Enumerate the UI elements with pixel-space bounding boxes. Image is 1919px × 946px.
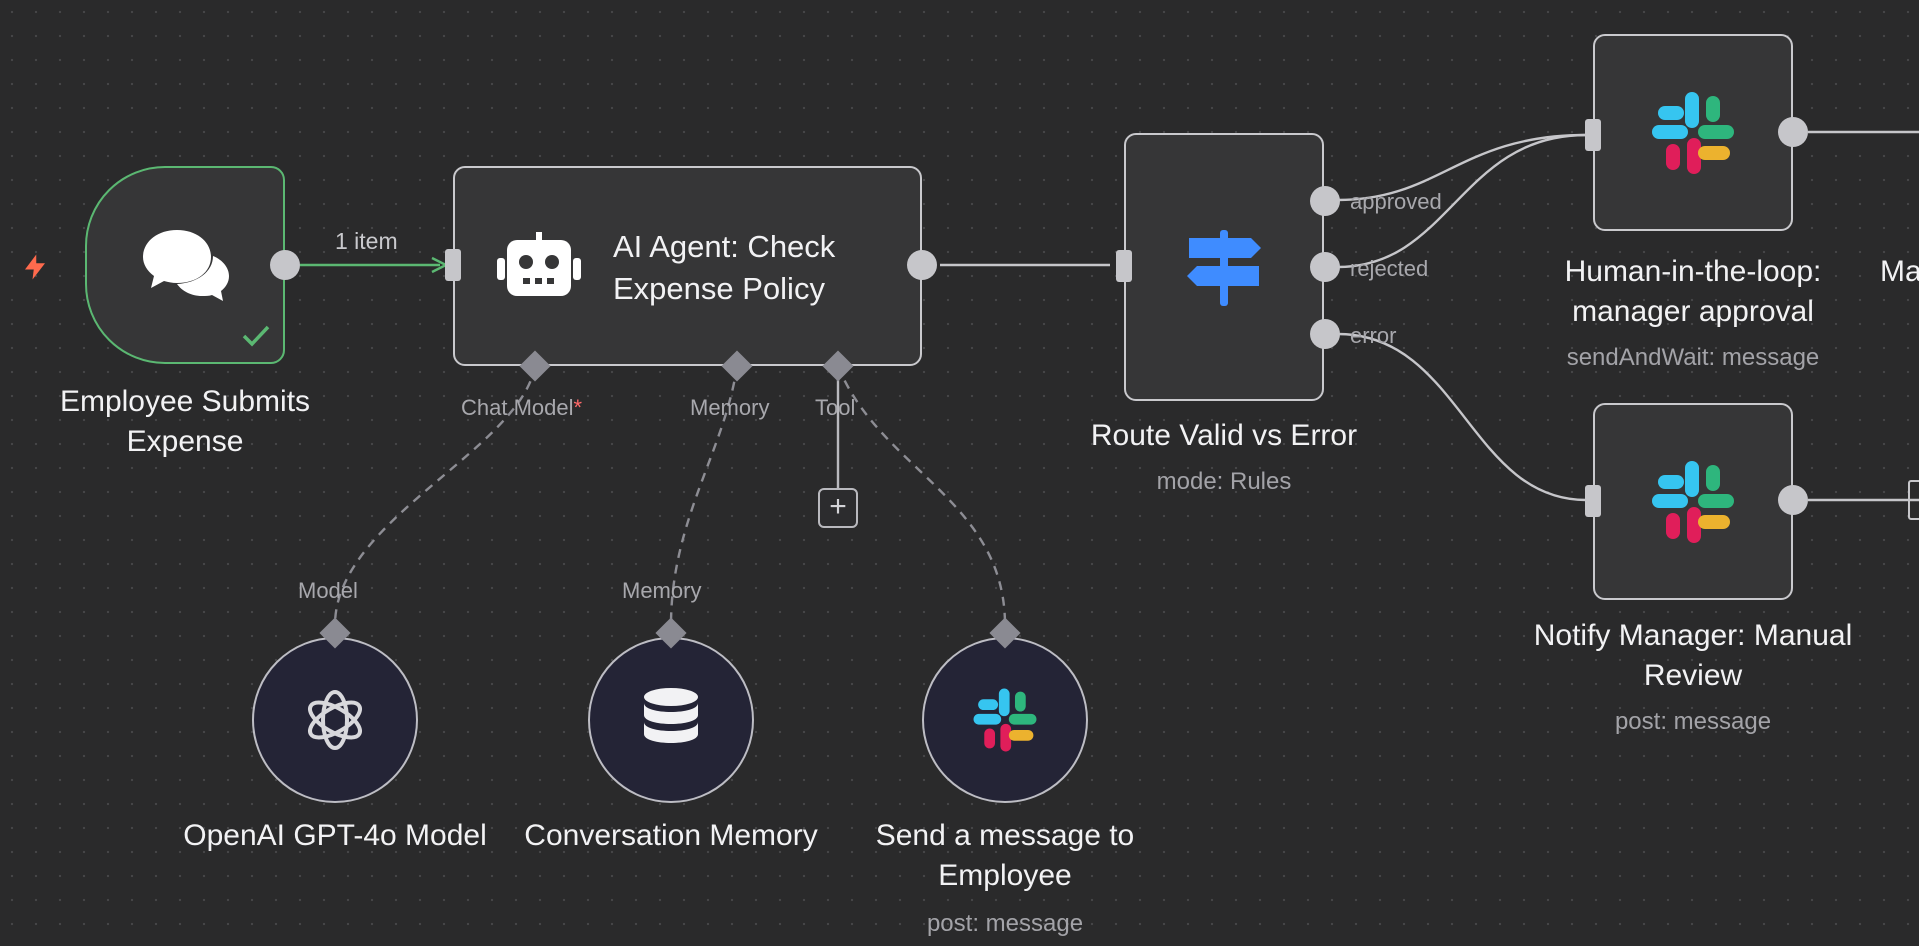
database-icon [644,688,698,743]
link-tool [836,365,1007,626]
connection-approved [1337,133,1587,202]
agent-output-port[interactable] [907,250,937,280]
trigger-bolt-icon [25,254,45,280]
agent-title: AI Agent: Check Expense Policy [613,229,836,306]
tool-port-label: Tool [815,395,856,420]
tool-subtitle: post: message [926,910,1084,937]
trigger-title: Employee Submits Expense [59,385,311,458]
node-employee-submits-expense[interactable] [85,166,285,364]
partial-node-title: Ma [1880,255,1919,288]
trigger-output-port[interactable] [270,250,300,280]
signpost-icon [1187,230,1261,306]
memory-sub-port-label: Memory [622,578,702,603]
connection-error [1337,332,1587,502]
approval-title: Human-in-the-loop: manager approval [1564,255,1822,328]
output-label-approved: approved [1350,189,1442,214]
link-memory [669,365,739,626]
add-tool-button[interactable]: + [818,488,858,528]
chat-bubbles-icon [143,230,229,301]
node-ai-agent[interactable]: AI Agent: Check Expense Policy [453,166,922,366]
approval-subtitle: sendAndWait: message [1566,344,1820,371]
chat-model-label-text: Chat Model [461,395,574,420]
router-title: Route Valid vs Error [1090,419,1358,452]
required-mark: * [573,395,583,420]
notify-subtitle: post: message [1614,708,1772,735]
node-conversation-memory[interactable] [588,637,754,803]
connection-rejected [1337,133,1587,269]
openai-icon [308,690,362,750]
output-label-rejected: rejected [1350,256,1429,281]
link-chat-model [333,365,537,626]
router-error-port[interactable] [1310,319,1340,349]
router-input-port[interactable] [1116,250,1132,282]
notify-title: Notify Manager: Manual Review [1533,619,1853,692]
robot-icon [497,232,581,296]
slack-icon [1652,460,1734,543]
slack-icon [1652,91,1734,174]
router-approved-port[interactable] [1310,186,1340,216]
node-notify-manager[interactable] [1593,403,1793,600]
approval-output-port[interactable] [1778,117,1808,147]
router-subtitle: mode: Rules [1156,468,1292,495]
router-rejected-port[interactable] [1310,252,1340,282]
notify-input-port[interactable] [1585,485,1601,517]
output-label-error: error [1350,323,1397,348]
node-route-valid-vs-error[interactable] [1124,133,1324,401]
node-send-message-employee[interactable] [922,637,1088,803]
tool-title: Send a message to Employee [875,819,1135,892]
memory-title: Conversation Memory [524,819,818,852]
notify-output-port[interactable] [1778,485,1808,515]
approval-input-port[interactable] [1585,119,1601,151]
check-icon [242,325,270,347]
model-title: OpenAI GPT-4o Model [183,819,487,852]
node-human-in-the-loop[interactable] [1593,34,1793,231]
chat-model-port-label: Chat Model* [461,395,582,421]
connection-item-count: 1 item [335,228,398,254]
next-node-input-port[interactable] [1908,480,1919,520]
slack-icon [973,688,1037,752]
memory-port-label: Memory [690,395,770,420]
agent-input-port[interactable] [445,249,461,281]
node-openai-model[interactable] [252,637,418,803]
model-port-label: Model [298,578,358,603]
